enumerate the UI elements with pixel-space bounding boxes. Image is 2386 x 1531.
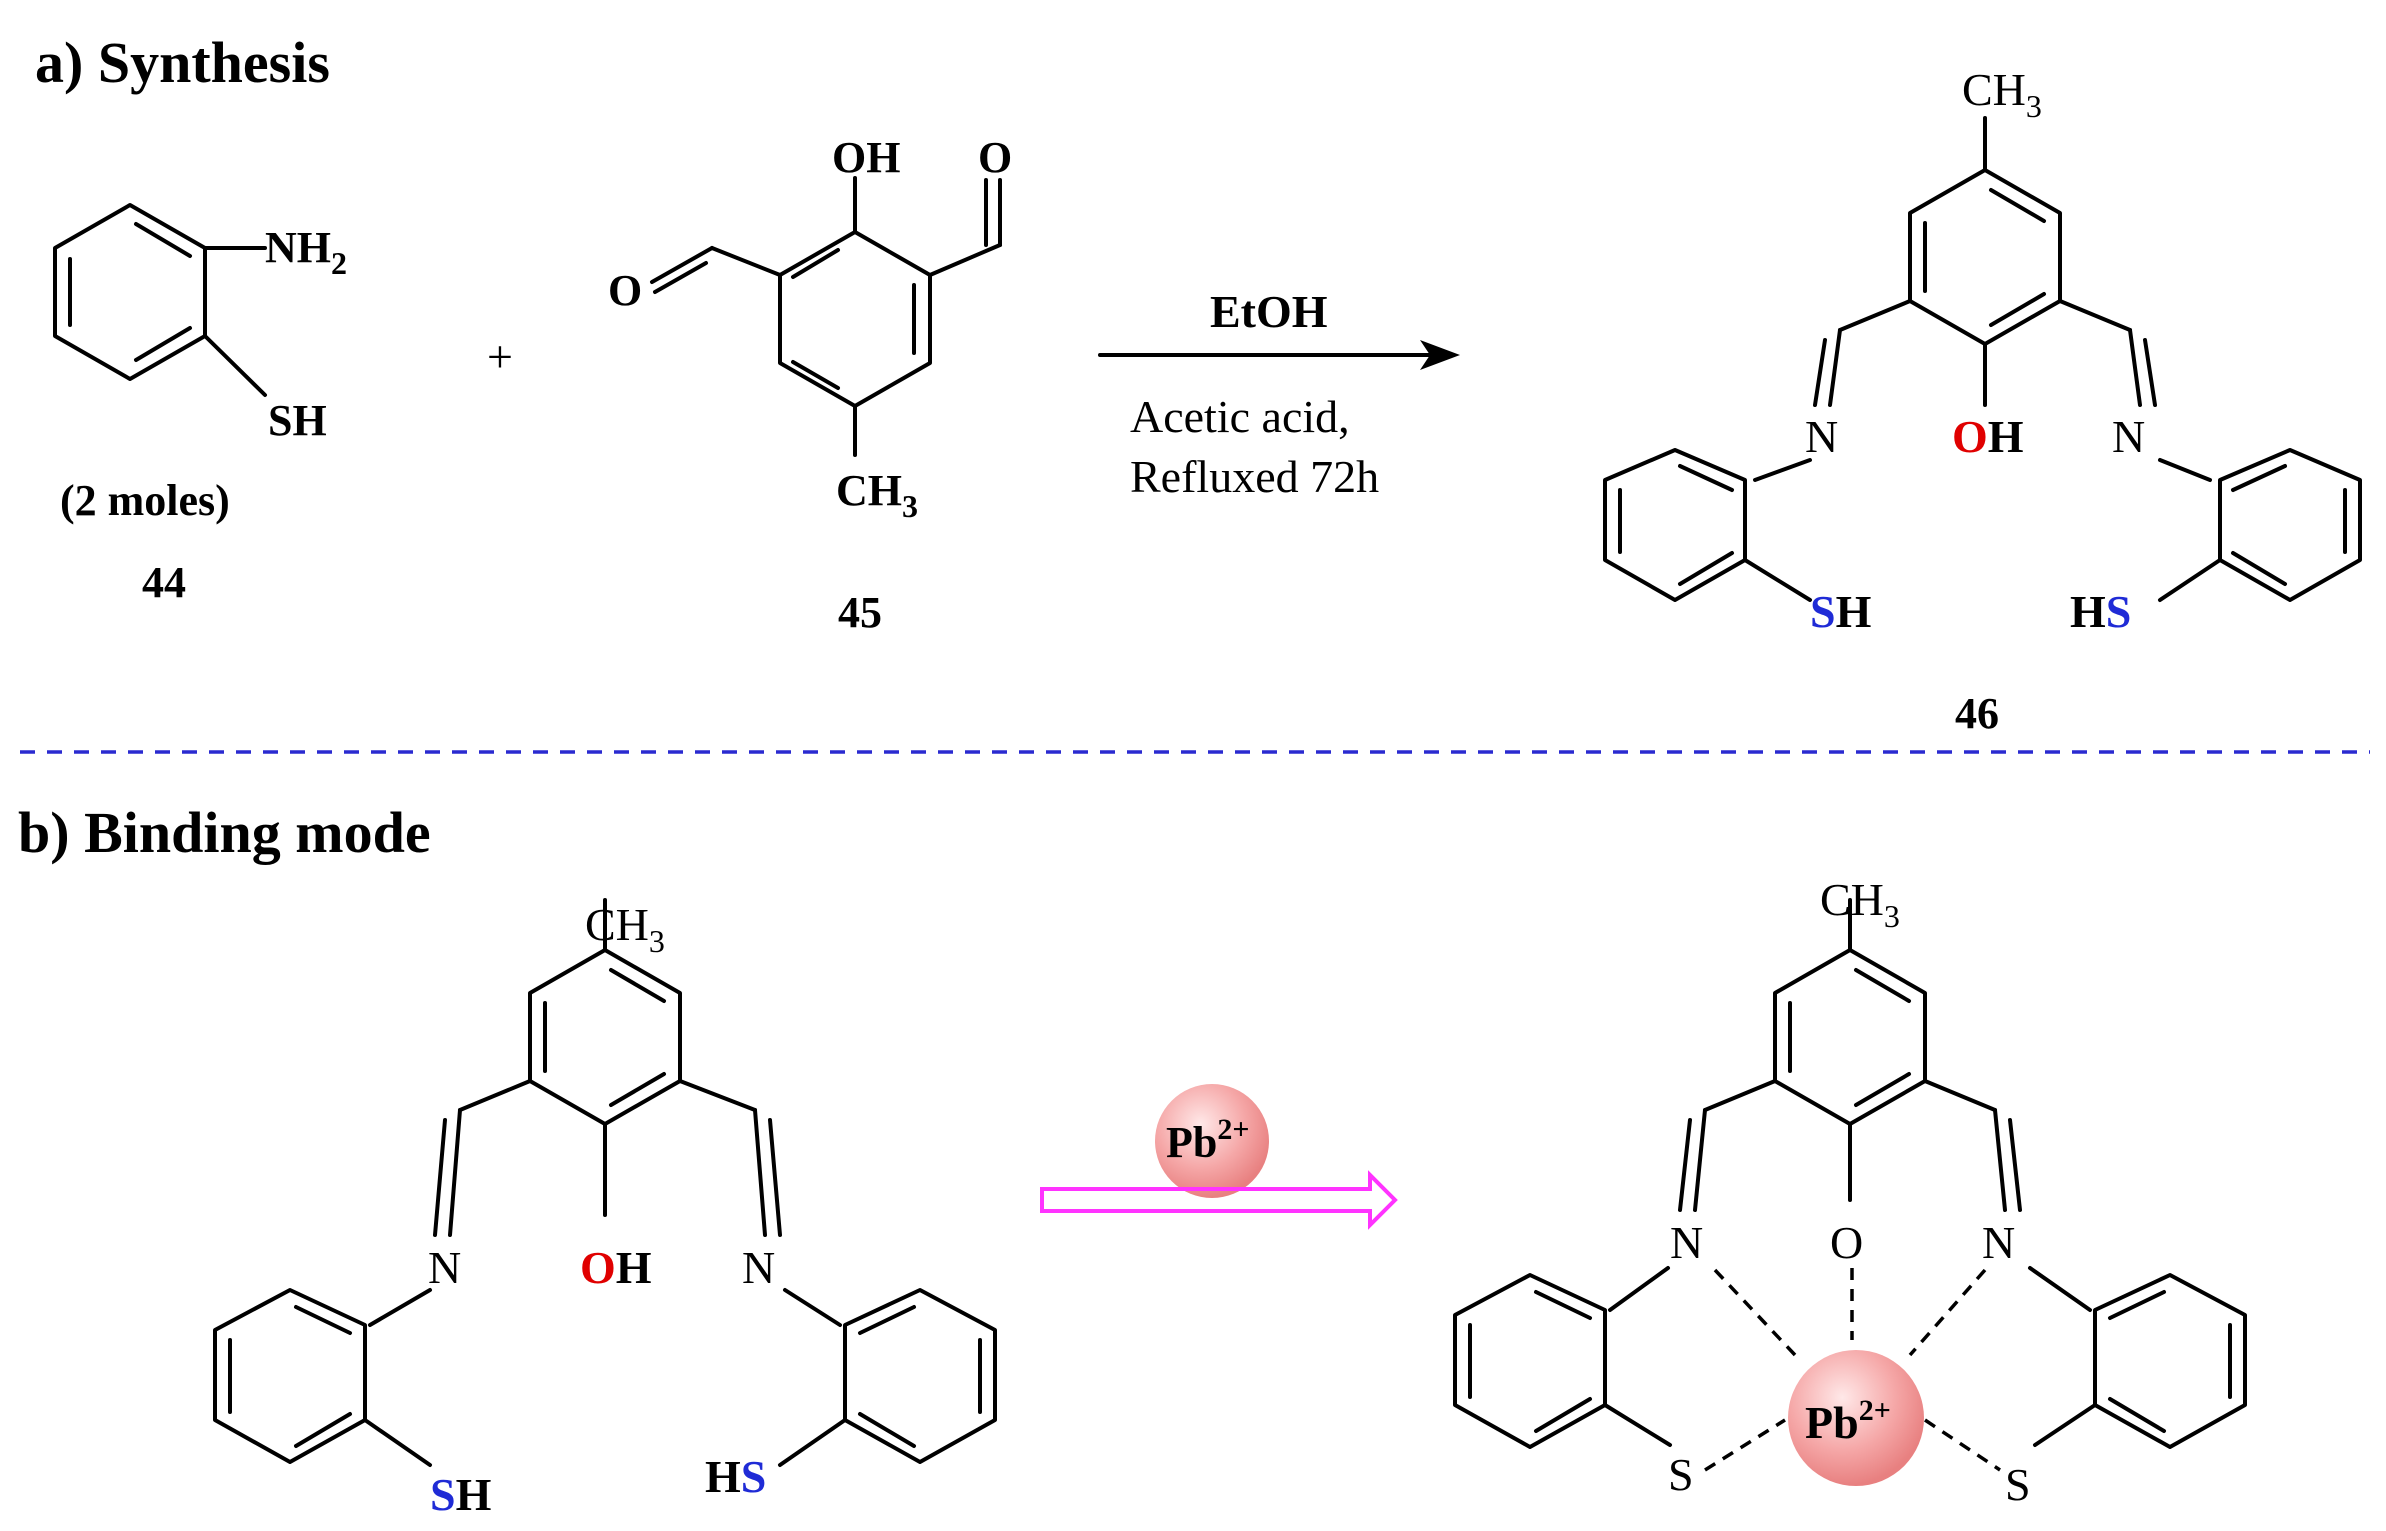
coord-bond-s-right [1924, 1418, 2001, 1472]
coord-bond-n-left [1713, 1268, 1797, 1357]
sh-left-free: SH [430, 1469, 492, 1520]
thiolate-s-right: S [2005, 1459, 2031, 1510]
central-ring-free [528, 948, 682, 1126]
plus-sign: + [487, 331, 513, 382]
compound-44-number: 44 [142, 558, 186, 607]
free-ligand: CH3 OH N SH N HS [213, 898, 997, 1520]
right-aryl-ring-46 [2218, 448, 2362, 602]
pb-complex: CH3 O N S N S Pb2+ [1453, 874, 2247, 1510]
phenol-oh-46: OH [1952, 411, 2024, 462]
compound-46: CH3 OH N SH N HS 46 [1603, 64, 2362, 738]
central-ring-46 [1908, 168, 2062, 346]
pb-ion-label-reagent: Pb2+ [1166, 1113, 1249, 1167]
sh-left-46: SH [1810, 586, 1872, 637]
right-aryl-ring-free [843, 1288, 997, 1464]
left-aryl-ring-46 [1603, 448, 1747, 602]
right-aryl-ring-complex [2093, 1273, 2247, 1449]
compound-45: OH O O CH3 45 [608, 133, 1012, 637]
central-ring-complex [1773, 948, 1927, 1126]
pb-ion-sphere-reagent [1155, 1084, 1269, 1198]
phenol-oh-free: OH [580, 1242, 652, 1293]
left-aryl-ring-complex [1453, 1273, 1607, 1449]
nh2-label: NH2 [265, 223, 347, 281]
binding-arrow: Pb2+ [1040, 1084, 1398, 1230]
imine-n-right-46: N [2112, 411, 2145, 462]
condition-acetic-acid: Acetic acid, [1130, 391, 1350, 442]
sh-right-free: HS [705, 1451, 766, 1502]
ch3-label-46: CH3 [1962, 64, 2042, 124]
imine-n-left-46: N [1805, 411, 1838, 462]
pb-ion-sphere-complex [1788, 1350, 1924, 1486]
aldehyde-o-right: O [978, 133, 1012, 182]
left-aryl-ring-free [213, 1288, 367, 1464]
section-a-title: a) Synthesis [35, 30, 330, 95]
imine-n-left-free: N [428, 1242, 461, 1293]
oh-label-45: OH [832, 133, 900, 182]
open-arrow [1040, 1170, 1398, 1230]
solvent-label: EtOH [1210, 286, 1328, 337]
ch3-label-free: CH3 [585, 899, 665, 959]
imine-n-right-free: N [742, 1242, 775, 1293]
phenolate-o-complex: O [1830, 1217, 1863, 1268]
moles-label: (2 moles) [60, 476, 230, 525]
thiolate-s-left: S [1668, 1449, 1694, 1500]
ch3-label-complex: CH3 [1820, 874, 1900, 934]
condition-reflux: Refluxed 72h [1130, 451, 1379, 502]
coord-bond-s-left [1704, 1418, 1786, 1472]
benzene-ring-45 [778, 230, 932, 408]
pb-ion-label-complex: Pb2+ [1805, 1394, 1891, 1448]
imine-n-left-complex: N [1670, 1217, 1703, 1268]
reaction-arrow: EtOH Acetic acid, Refluxed 72h [1098, 286, 1460, 502]
aldehyde-o-left: O [608, 266, 642, 315]
compound-44: NH2 SH (2 moles) 44 [53, 203, 347, 607]
section-b-title: b) Binding mode [18, 800, 431, 865]
compound-46-number: 46 [1955, 689, 1999, 738]
ch3-label-45: CH3 [836, 466, 918, 524]
compound-45-number: 45 [838, 588, 882, 637]
imine-n-right-complex: N [1982, 1217, 2015, 1268]
sh-label-44: SH [268, 396, 327, 445]
sh-right-46: HS [2070, 586, 2131, 637]
benzene-ring-44 [53, 203, 207, 381]
coord-bond-n-right [1908, 1268, 1987, 1357]
